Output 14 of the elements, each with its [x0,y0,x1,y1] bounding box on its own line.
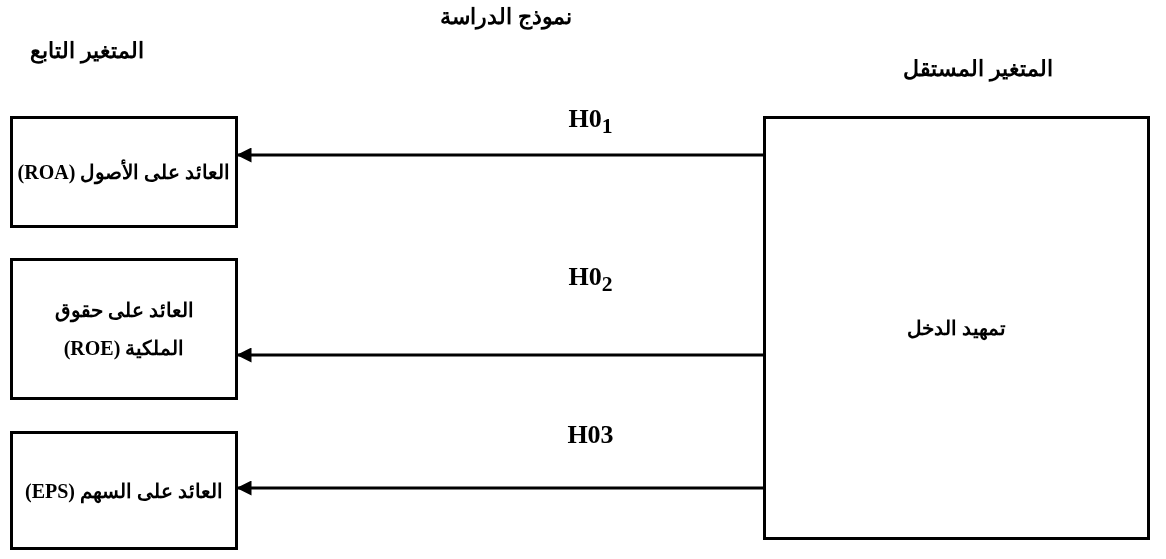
diagram-title: نموذج الدراسة [440,4,572,30]
variable-name: العائد على الأصول (ROA) [17,158,231,187]
variable-box [10,431,238,550]
variable-box [10,116,238,228]
group-heading: المتغير المستقل [903,56,1053,82]
variable-box [10,258,238,400]
arrow [236,147,763,163]
variable-name: العائد على حقوق الملكية (ROE) [53,298,195,362]
arrow [236,347,763,363]
variable-name: العائد على السهم (EPS) [25,478,223,506]
group-heading: المتغير التابع [30,38,144,64]
variable-box [763,116,1150,540]
arrow [236,480,763,496]
variable-name: تمهيد الدخل [907,316,1006,342]
